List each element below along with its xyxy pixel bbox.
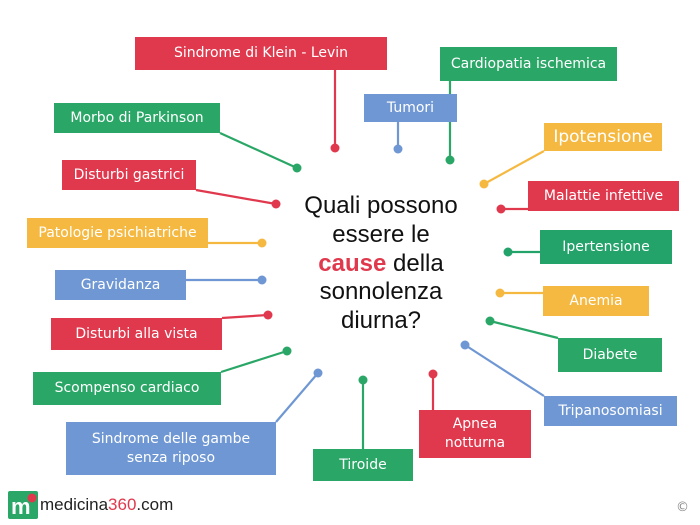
connector-gambe-senza-riposo bbox=[275, 372, 319, 423]
svg-text:m: m bbox=[11, 494, 31, 519]
connector-dot-ipertensione bbox=[503, 247, 513, 257]
medicina360-logo-icon: m bbox=[8, 491, 38, 519]
central-question: Quali possono essere le cause della sonn… bbox=[286, 192, 476, 336]
connector-dot-klein-levin bbox=[330, 143, 340, 153]
cause-label-disturbi-vista: Disturbi alla vista bbox=[75, 325, 198, 342]
connector-scompenso bbox=[220, 349, 288, 374]
connector-dot-malattie-infettive bbox=[496, 204, 506, 214]
cause-box-patologie-psichiatriche: Patologie psichiatriche bbox=[27, 218, 208, 248]
question-line-4: sonnolenza bbox=[319, 278, 443, 306]
question-line-5: diurna? bbox=[340, 307, 422, 335]
connector-dot-disturbi-vista bbox=[263, 310, 273, 320]
cause-box-gambe-senza-riposo: Sindrome delle gambe senza riposo bbox=[66, 422, 276, 475]
cause-box-disturbi-vista: Disturbi alla vista bbox=[51, 318, 222, 350]
copyright-mark: © bbox=[676, 500, 689, 515]
cause-label-tripanosomiasi: Tripanosomiasi bbox=[558, 402, 663, 419]
connector-dot-disturbi-gastrici bbox=[271, 199, 281, 209]
cause-label-cardiopatia: Cardiopatia ischemica bbox=[450, 55, 607, 72]
connector-dot-ipotensione bbox=[479, 179, 489, 189]
cause-label-anemia: Anemia bbox=[569, 292, 623, 309]
question-highlight: cause bbox=[318, 249, 387, 277]
connector-dot-parkinson bbox=[292, 163, 302, 173]
cause-label-diabete: Diabete bbox=[582, 346, 638, 363]
cause-label-ipertensione: Ipertensione bbox=[562, 238, 650, 255]
question-line-3: cause della bbox=[286, 250, 476, 279]
connector-dot-anemia bbox=[495, 288, 505, 298]
connector-dot-gravidanza bbox=[257, 275, 267, 285]
connector-dot-tripanosomiasi bbox=[460, 340, 470, 350]
cause-label-tumori: Tumori bbox=[386, 99, 435, 116]
cause-box-klein-levin: Sindrome di Klein - Levin bbox=[135, 37, 387, 70]
cause-box-scompenso: Scompenso cardiaco bbox=[33, 372, 221, 405]
cause-label-gambe-senza-riposo: Sindrome delle gambe senza riposo bbox=[91, 430, 251, 466]
connector-disturbi-gastrici bbox=[195, 188, 277, 206]
cause-box-disturbi-gastrici: Disturbi gastrici bbox=[62, 160, 196, 190]
cause-label-ipotensione: Ipotensione bbox=[553, 126, 653, 147]
connector-diabete bbox=[489, 319, 559, 340]
brand-name-number: 360 bbox=[108, 495, 137, 514]
brand-name-prefix: medicina bbox=[40, 495, 109, 514]
question-line-2: essere le bbox=[332, 220, 430, 248]
connector-dot-patologie-psichiatriche bbox=[257, 238, 267, 248]
connector-dot-diabete bbox=[485, 316, 495, 326]
connector-dot-tiroide bbox=[358, 375, 368, 385]
cause-label-malattie-infettive: Malattie infettive bbox=[543, 187, 664, 204]
cause-label-klein-levin: Sindrome di Klein - Levin bbox=[173, 45, 349, 62]
cause-box-tripanosomiasi: Tripanosomiasi bbox=[544, 396, 677, 426]
cause-label-gravidanza: Gravidanza bbox=[80, 276, 161, 293]
connector-ipotensione bbox=[483, 150, 545, 185]
connector-parkinson bbox=[219, 131, 298, 170]
cause-label-patologie-psichiatriche: Patologie psichiatriche bbox=[38, 224, 197, 241]
brand-logo: m medicina360.com bbox=[8, 490, 173, 520]
cause-label-disturbi-gastrici: Disturbi gastrici bbox=[73, 166, 185, 183]
cause-box-tumori: Tumori bbox=[364, 94, 457, 122]
connector-dot-cardiopatia bbox=[445, 155, 455, 165]
question-line-3-rest: della bbox=[386, 249, 444, 277]
connector-dot-scompenso bbox=[282, 346, 292, 356]
cause-box-apnea: Apnea notturna bbox=[419, 410, 531, 458]
cause-box-ipertensione: Ipertensione bbox=[540, 230, 672, 264]
cause-box-anemia: Anemia bbox=[543, 286, 649, 316]
cause-box-ipotensione: Ipotensione bbox=[544, 123, 662, 151]
cause-label-parkinson: Morbo di Parkinson bbox=[70, 109, 204, 126]
brand-name-suffix: .com bbox=[136, 495, 174, 514]
cause-label-scompenso: Scompenso cardiaco bbox=[54, 380, 200, 397]
cause-box-diabete: Diabete bbox=[558, 338, 662, 372]
connector-dot-apnea bbox=[428, 369, 438, 379]
brand-name: medicina360.com bbox=[40, 495, 173, 515]
cause-box-gravidanza: Gravidanza bbox=[55, 270, 186, 300]
connector-disturbi-vista bbox=[221, 313, 269, 320]
cause-label-apnea: Apnea notturna bbox=[444, 416, 506, 451]
connector-tripanosomiasi bbox=[464, 344, 545, 397]
cause-label-tiroide: Tiroide bbox=[339, 456, 387, 473]
question-line-1: Quali possono bbox=[304, 192, 458, 219]
connector-dot-gambe-senza-riposo bbox=[313, 368, 323, 378]
cause-box-malattie-infettive: Malattie infettive bbox=[528, 181, 679, 211]
cause-box-tiroide: Tiroide bbox=[313, 449, 413, 481]
connector-dot-tumori bbox=[393, 144, 403, 154]
cause-box-cardiopatia: Cardiopatia ischemica bbox=[440, 47, 617, 81]
cause-box-parkinson: Morbo di Parkinson bbox=[54, 103, 220, 133]
